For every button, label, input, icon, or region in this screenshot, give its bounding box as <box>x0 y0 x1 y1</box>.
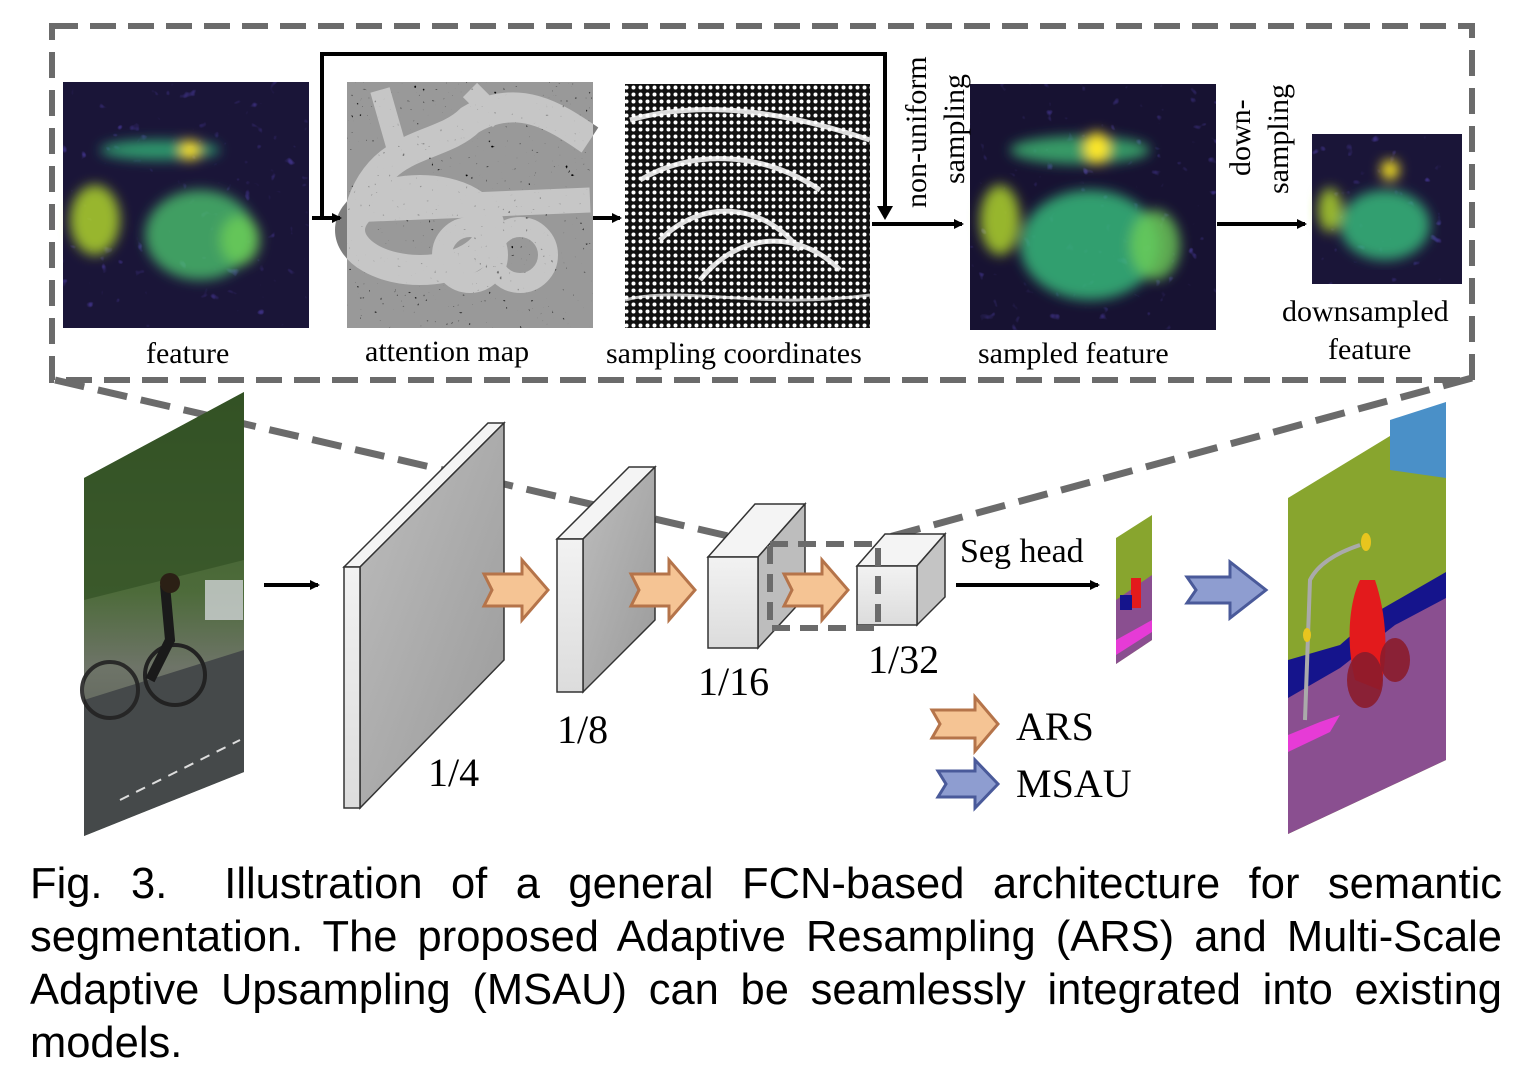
downsampled-feature-heatmap <box>1312 134 1462 284</box>
label-down: down- <box>1224 99 1257 176</box>
zoom-lines <box>54 374 1473 552</box>
label-sampling-coordinates: sampling coordinates <box>606 337 862 370</box>
attention-map-image <box>335 82 599 328</box>
feature-heatmap <box>63 82 309 328</box>
label-down-sampling: sampling <box>1262 84 1295 194</box>
arrowhead-down <box>877 206 893 220</box>
label-sampled-feature: sampled feature <box>978 337 1169 370</box>
legend-msau-swatch <box>935 756 1001 812</box>
seg-head-label: Seg head <box>960 533 1084 570</box>
label-attention-map: attention map <box>365 335 530 368</box>
scale-label-1-16: 1/16 <box>698 659 770 704</box>
small-seg-output <box>1116 515 1152 664</box>
segmentation-output <box>1288 402 1446 834</box>
scale-label-1-32: 1/32 <box>868 637 940 682</box>
feature-block-1-4 <box>342 421 506 810</box>
legend-msau-label: MSAU <box>1016 761 1132 806</box>
feature-block-1-32 <box>855 532 947 627</box>
label-downsampled-feature-line1: downsampled <box>1282 295 1449 328</box>
figure-caption: Fig. 3. Illustration of a general FCN-ba… <box>30 860 1515 1067</box>
input-image <box>80 392 244 836</box>
top-flow-arrows <box>312 52 1307 229</box>
legend-ars-label: ARS <box>1016 704 1094 749</box>
legend-ars-swatch <box>929 692 1000 756</box>
msau-arrow <box>1184 558 1269 622</box>
label-downsampled-feature-line2: feature <box>1328 333 1412 366</box>
feature-block-1-8 <box>555 465 657 694</box>
label-non-uniform-sampling: sampling <box>938 74 971 184</box>
label-non-uniform: non-uniform <box>900 56 933 208</box>
zoom-dashed-box <box>49 23 1475 383</box>
ars-zoom-box <box>767 541 881 631</box>
label-feature: feature <box>146 337 230 370</box>
scale-label-1-4: 1/4 <box>428 750 480 795</box>
sampled-feature-heatmap <box>970 84 1216 330</box>
architecture-diagram <box>49 23 1475 836</box>
sampling-coordinates-image <box>624 84 871 328</box>
scale-label-1-8: 1/8 <box>557 707 609 752</box>
ars-arrows <box>481 555 850 625</box>
